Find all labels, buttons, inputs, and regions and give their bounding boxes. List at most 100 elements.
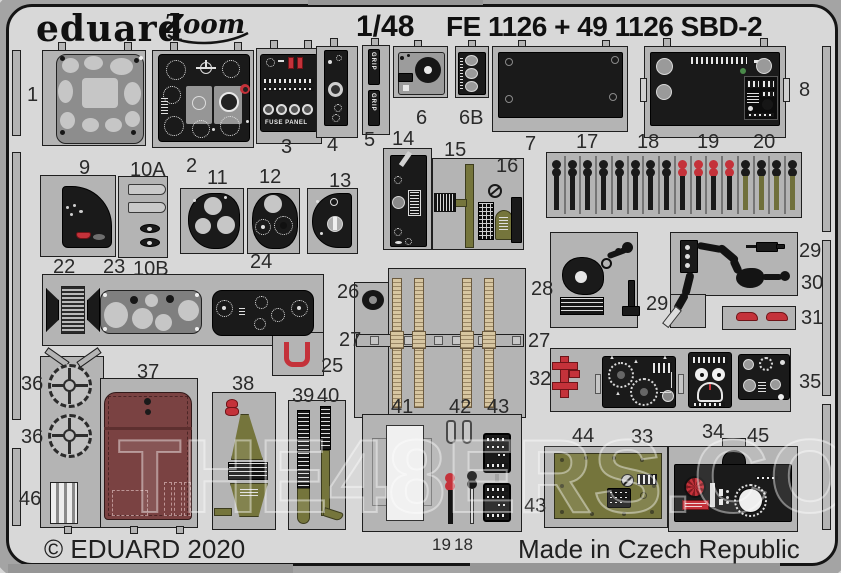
- part-number-label: 37: [137, 361, 160, 383]
- fret-shape: [486, 437, 508, 442]
- fret-shape: [505, 95, 513, 103]
- fret-shape: [717, 373, 721, 377]
- fret-shape: [622, 512, 626, 516]
- panel-text: GRIP: [370, 52, 376, 71]
- fret-shape: [584, 456, 588, 460]
- set-title: FE 1126 + 49 1126 SBD-2: [446, 11, 763, 42]
- fret-shape: [646, 160, 655, 169]
- part-number-label: 13: [329, 170, 352, 192]
- fret-shape: [297, 488, 310, 524]
- fret-shape: [124, 82, 141, 105]
- fret-shape: [640, 78, 647, 102]
- fret-shape: [680, 176, 685, 210]
- fret-shape: [446, 420, 456, 444]
- panel-text: ▲: [633, 359, 640, 365]
- fret-shape: [736, 268, 764, 288]
- fret-shape: [134, 58, 139, 63]
- fret-shape: [144, 398, 151, 405]
- fret-shape: [738, 488, 763, 513]
- fret-shape: [266, 58, 275, 67]
- fret-shape: [336, 55, 342, 61]
- fret-shape: [615, 168, 624, 177]
- fret-shape: [690, 156, 692, 214]
- fret-shape: [254, 318, 266, 330]
- made-in-label: Made in Czech Republic: [518, 534, 800, 564]
- part-number-label: 1: [27, 84, 39, 106]
- fret-shape: [552, 168, 561, 177]
- fret-shape: [328, 60, 332, 64]
- fret-shape: [627, 156, 629, 214]
- part-number-label: 17: [576, 131, 599, 153]
- fret-shape: [628, 280, 635, 308]
- fret-shape: [727, 176, 732, 210]
- part-number-label: 43: [487, 396, 510, 418]
- fret-shape: [263, 87, 314, 91]
- fret-shape: [678, 168, 687, 177]
- part-number-label: 33: [631, 426, 654, 448]
- part-number-label: 9: [79, 157, 91, 179]
- fret-shape: [743, 359, 754, 370]
- fret-shape: [595, 374, 601, 394]
- fret-plate: [822, 240, 831, 396]
- fret-shape: [321, 450, 330, 516]
- fret-shape: [554, 176, 559, 210]
- panel-text: ▲: [615, 391, 622, 397]
- fret-shape: [719, 489, 723, 496]
- fret-shape: [709, 168, 718, 177]
- fret-shape: [747, 80, 760, 88]
- fret-shape: [674, 156, 676, 214]
- fret-shape: [499, 216, 508, 230]
- part-number-label: 29: [646, 293, 669, 315]
- part-number-label: 30: [801, 272, 824, 294]
- fret-shape: [486, 463, 508, 468]
- fret-shape: [642, 156, 644, 214]
- fret-shape: [705, 156, 707, 214]
- fret-shape: [678, 160, 687, 169]
- fret-shape: [756, 58, 772, 74]
- fret-shape: [599, 168, 608, 177]
- fret-shape: [660, 392, 671, 393]
- fret-shape: [684, 476, 706, 498]
- fret-shape: [178, 300, 199, 321]
- fret-shape: [790, 176, 795, 210]
- fret-shape: [448, 490, 453, 524]
- fret-shape: [640, 492, 647, 499]
- fret-shape: [166, 60, 186, 80]
- fret-shape: [560, 356, 569, 398]
- fret-shape: [579, 156, 581, 214]
- fret-shape: [595, 156, 597, 214]
- fret-shape: [214, 508, 232, 516]
- fret-shape: [622, 242, 633, 253]
- part-number-label: 45: [747, 425, 770, 447]
- fret-shape: [768, 156, 770, 214]
- fret-shape: [145, 409, 151, 415]
- fret-shape: [560, 484, 564, 488]
- fret-shape: [762, 91, 775, 97]
- fret-shape: [66, 206, 69, 209]
- fret-shape: [741, 168, 750, 177]
- fret-shape: [746, 245, 756, 248]
- fret-shape: [753, 156, 755, 214]
- fret-shape: [255, 219, 271, 235]
- part-number-label: 27: [528, 330, 551, 352]
- fret-shape: [263, 78, 314, 84]
- fret-shape: [611, 56, 619, 64]
- part-number-label: 25: [321, 355, 344, 377]
- fret-shape: [759, 357, 773, 371]
- fret-shape: [498, 52, 623, 118]
- fret-shape: [400, 56, 404, 60]
- fret-shape: [462, 420, 472, 444]
- fret-shape: [219, 92, 239, 112]
- fret-shape: [780, 271, 790, 281]
- fret-shape: [297, 57, 303, 69]
- fret-shape: [125, 111, 140, 127]
- fret-shape: [261, 225, 265, 229]
- fret-shape: [408, 190, 421, 216]
- fret-shape: [609, 496, 629, 499]
- fret-shape: [570, 176, 575, 210]
- fret-shape: [564, 156, 566, 214]
- part-number-label: 29: [799, 240, 822, 262]
- fret-plate: [822, 46, 831, 232]
- part-number-label: 11: [207, 167, 228, 189]
- fret-shape: [709, 384, 711, 390]
